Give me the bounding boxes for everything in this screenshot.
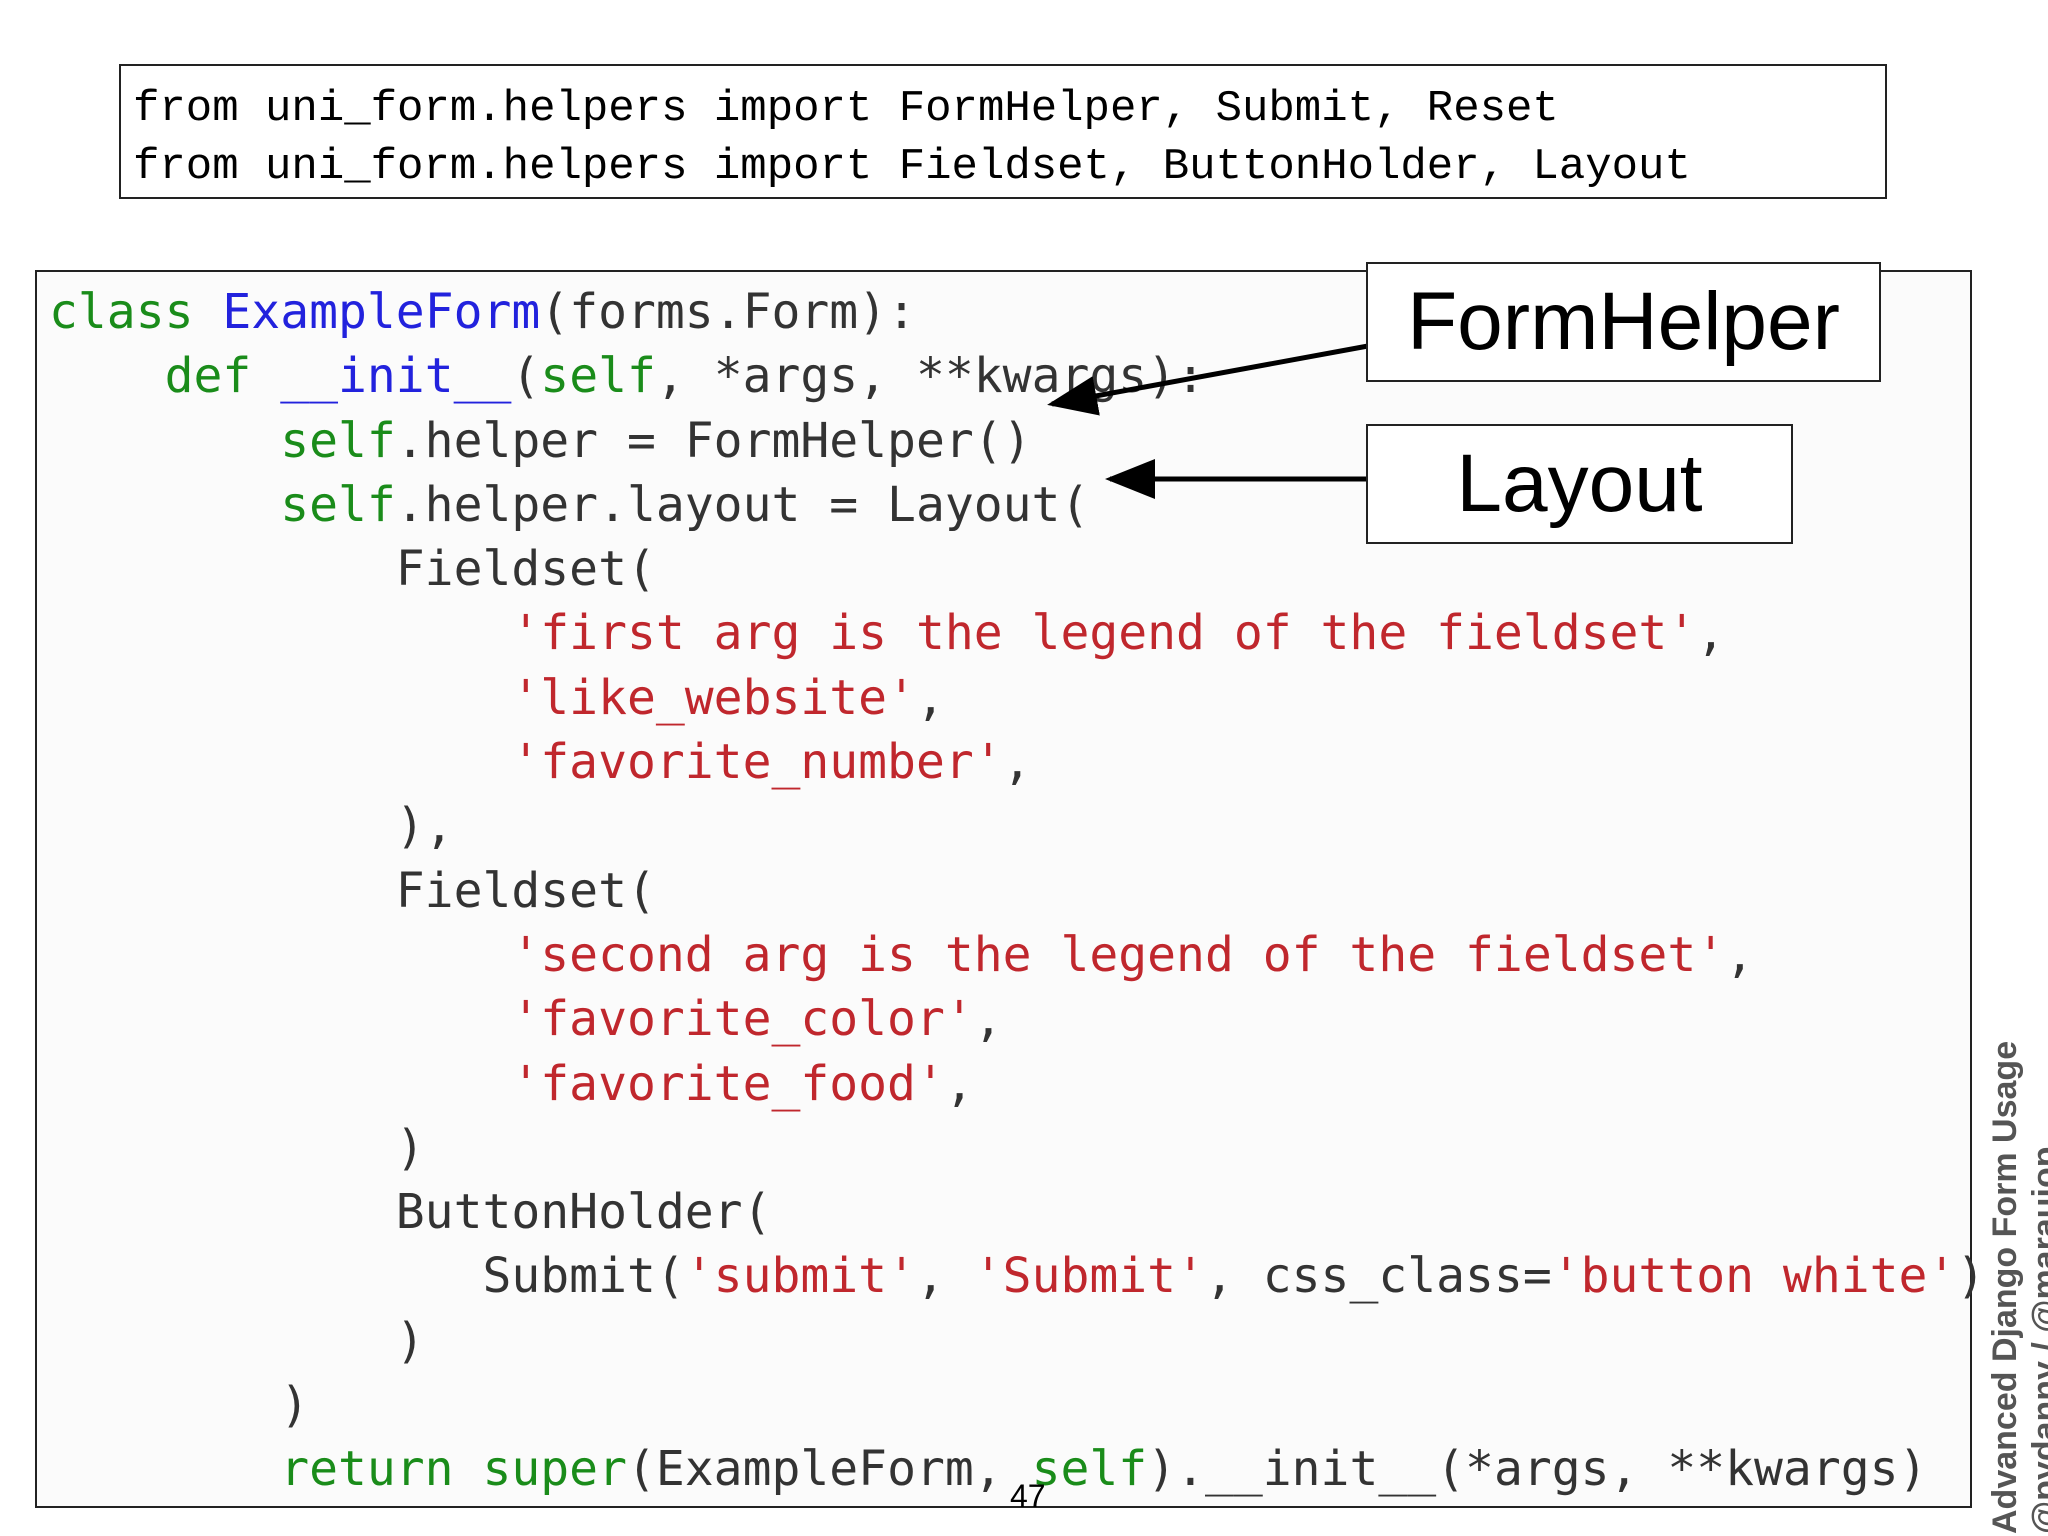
formhelper-callout: FormHelper: [1366, 262, 1881, 382]
code-line-2: def __init__(self, *args, **kwargs):: [164, 348, 1205, 405]
code-line-3: self.helper = FormHelper(): [280, 412, 1032, 469]
code-line-17: ): [395, 1312, 425, 1369]
code-line-19: return super(ExampleForm, self).__init__…: [280, 1441, 1928, 1498]
code-line-16: Submit('submit', 'Submit', css_class='bu…: [482, 1248, 1986, 1305]
code-line-8: 'favorite_number',: [511, 734, 1032, 791]
layout-callout: Layout: [1366, 424, 1793, 544]
import-code-box: from uni_form.helpers import FormHelper,…: [119, 64, 1887, 199]
code-line-18: ): [280, 1377, 310, 1434]
code-line-6: 'first arg is the legend of the fieldset…: [511, 605, 1726, 662]
code-line-9: ),: [395, 798, 454, 855]
code-line-12: 'favorite_color',: [511, 991, 1003, 1048]
code-line-1: class ExampleForm(forms.Form):: [49, 284, 916, 340]
page-number: 47: [1010, 1478, 1046, 1514]
code-line-5: Fieldset(: [395, 541, 656, 598]
import-line-1: from uni_form.helpers import FormHelper,…: [133, 84, 1559, 134]
code-line-14: ): [395, 1119, 425, 1176]
code-line-10: Fieldset(: [395, 862, 656, 919]
code-line-13: 'favorite_food',: [511, 1055, 974, 1112]
side-label: Advanced Django Form Usage @pydanny / @m…: [1985, 1041, 2048, 1534]
code-listing: class ExampleForm(forms.Form): def __ini…: [49, 280, 1985, 1502]
code-line-11: 'second arg is the legend of the fieldse…: [511, 926, 1755, 983]
code-line-4: self.helper.layout = Layout(: [280, 476, 1090, 533]
side-label-line-2: @pydanny / @maraujop: [2026, 1146, 2048, 1534]
side-label-line-1: Advanced Django Form Usage: [1986, 1040, 2024, 1534]
code-line-15: ButtonHolder(: [395, 1184, 772, 1241]
code-line-7: 'like_website',: [511, 669, 945, 726]
import-line-2: from uni_form.helpers import Fieldset, B…: [133, 142, 1691, 192]
